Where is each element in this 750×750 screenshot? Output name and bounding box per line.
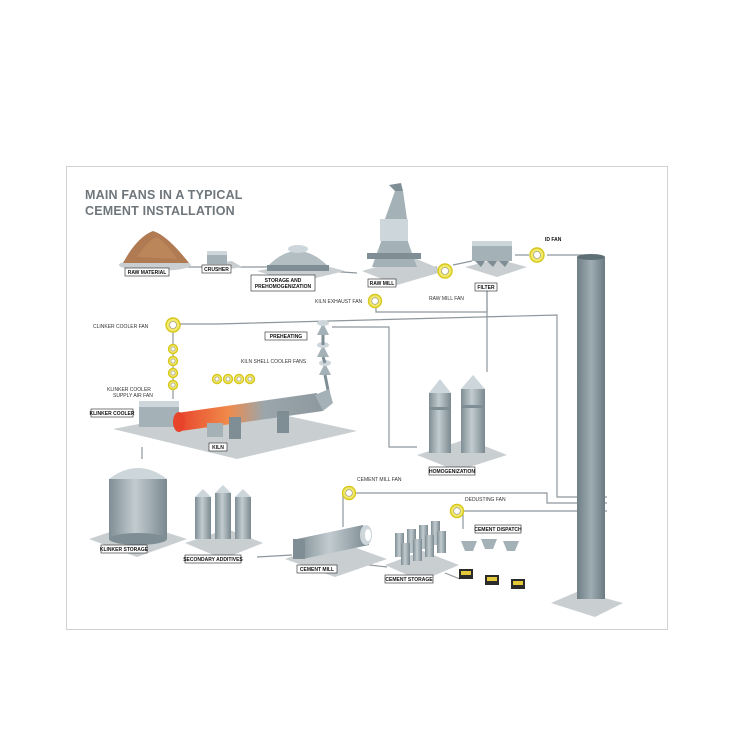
label-homogenization: HOMOGENIZATION — [429, 469, 475, 475]
trucks — [459, 569, 525, 589]
dedusting-fan-icon — [449, 503, 465, 519]
label-klinker-cooler: KLINKER COOLER — [90, 411, 135, 417]
kiln: KLINKER COOLER KILN — [90, 389, 357, 459]
label-clinker-cooler-fan: CLINKER COOLER FAN — [93, 324, 149, 330]
label-box-filter — [474, 282, 498, 292]
label-box-preheating — [264, 331, 308, 341]
cement-dispatch: CEMENT DISPATCH — [459, 524, 525, 589]
pipe-cement-mill-fan — [343, 492, 607, 504]
label-cement-storage: CEMENT STORAGE — [385, 577, 433, 583]
label-secondary-additives: SECONDARY ADDITIVES — [183, 557, 243, 563]
label-kiln-exhaust-fan: KILN EXHAUST FAN — [315, 299, 363, 305]
raw-material-pile: RAW MATERIAL — [119, 231, 191, 277]
label-box-cement-storage — [384, 574, 434, 584]
label-box-klinker-cooler — [90, 408, 134, 418]
raw-mill: RAW MILL — [362, 183, 445, 288]
label-storage-line1: STORAGE AND — [265, 278, 302, 284]
id-fan-icon — [529, 247, 545, 263]
label-box-secondary-additives — [184, 554, 242, 564]
label-storage-line2: PREHOMOGENIZATION — [255, 284, 312, 290]
label-box-cement-mill — [296, 564, 338, 574]
kiln-shell-cooler-fans — [211, 373, 256, 385]
storage-dome: STORAGE AND PREHOMOGENIZATION — [250, 245, 345, 292]
preheating-tower: PREHEATING — [264, 320, 331, 396]
supply-air-fans-chain — [167, 343, 179, 391]
label-cement-dispatch: CEMENT DISPATCH — [474, 527, 522, 533]
homogenization-silos: HOMOGENIZATION — [417, 375, 507, 476]
cement-mill: CEMENT MILL — [285, 525, 387, 577]
label-raw-mill-fan: RAW MILL FAN — [429, 296, 464, 302]
diagram-frame: MAIN FANS IN A TYPICAL CEMENT INSTALLATI… — [66, 166, 668, 630]
plant-diagram: RAW MATERIAL CRUSHER STORAGE AND PREHOMO… — [89, 183, 623, 617]
label-box-raw-mill — [367, 278, 397, 288]
label-box-storage — [250, 274, 316, 292]
label-cement-mill: CEMENT MILL — [300, 567, 334, 573]
cement-mill-fan-icon — [341, 485, 357, 501]
label-dedusting-fan: DEDUSTING FAN — [465, 497, 506, 503]
pipe-bottom-line — [141, 447, 461, 580]
label-box-raw-material — [124, 267, 170, 277]
label-box-klinker-storage — [100, 544, 148, 554]
label-cement-mill-fan: CEMENT MILL FAN — [357, 477, 402, 483]
chimney-stack — [551, 254, 623, 617]
label-supply-fan-line1: KLINKER COOLER — [107, 387, 151, 393]
label-kiln-shell-cooler-fans: KILN SHELL COOLER FANS — [241, 359, 307, 365]
pipe-clinker-cooler-fan — [177, 314, 607, 498]
kiln-exhaust-fan-icon — [367, 293, 383, 309]
label-kiln: KILN — [212, 445, 224, 451]
title-line-2: CEMENT INSTALLATION — [85, 204, 235, 218]
label-raw-mill: RAW MILL — [370, 281, 395, 287]
label-preheating: PREHEATING — [270, 334, 303, 340]
label-supply-fan-line2: SUPPLY AIR FAN — [113, 393, 153, 399]
label-crusher: CRUSHER — [204, 267, 229, 273]
diagram-title: MAIN FANS IN A TYPICAL CEMENT INSTALLATI… — [85, 187, 243, 219]
label-raw-material: RAW MATERIAL — [128, 270, 167, 276]
label-id-fan: ID FAN — [545, 237, 562, 243]
pipe-cement-mill-down — [342, 493, 464, 529]
crusher: CRUSHER — [201, 251, 242, 274]
klinker-storage-silo: KLINKER STORAGE — [89, 468, 187, 557]
label-box-homogenization — [428, 466, 476, 476]
pipe-preheat-homog — [332, 326, 417, 448]
filter-unit: FILTER — [465, 241, 527, 292]
label-box-crusher — [201, 264, 232, 274]
secondary-additives-silos: SECONDARY ADDITIVES — [183, 485, 263, 564]
label-box-cement-dispatch — [474, 524, 522, 534]
cement-storage-silos: CEMENT STORAGE — [384, 521, 459, 584]
raw-mill-fan-icon — [437, 263, 453, 279]
label-klinker-storage: KLINKER STORAGE — [100, 547, 149, 553]
title-line-1: MAIN FANS IN A TYPICAL — [85, 188, 243, 202]
label-filter: FILTER — [477, 285, 495, 291]
label-box-kiln — [208, 442, 228, 452]
clinker-cooler-fan-icon — [165, 317, 181, 333]
